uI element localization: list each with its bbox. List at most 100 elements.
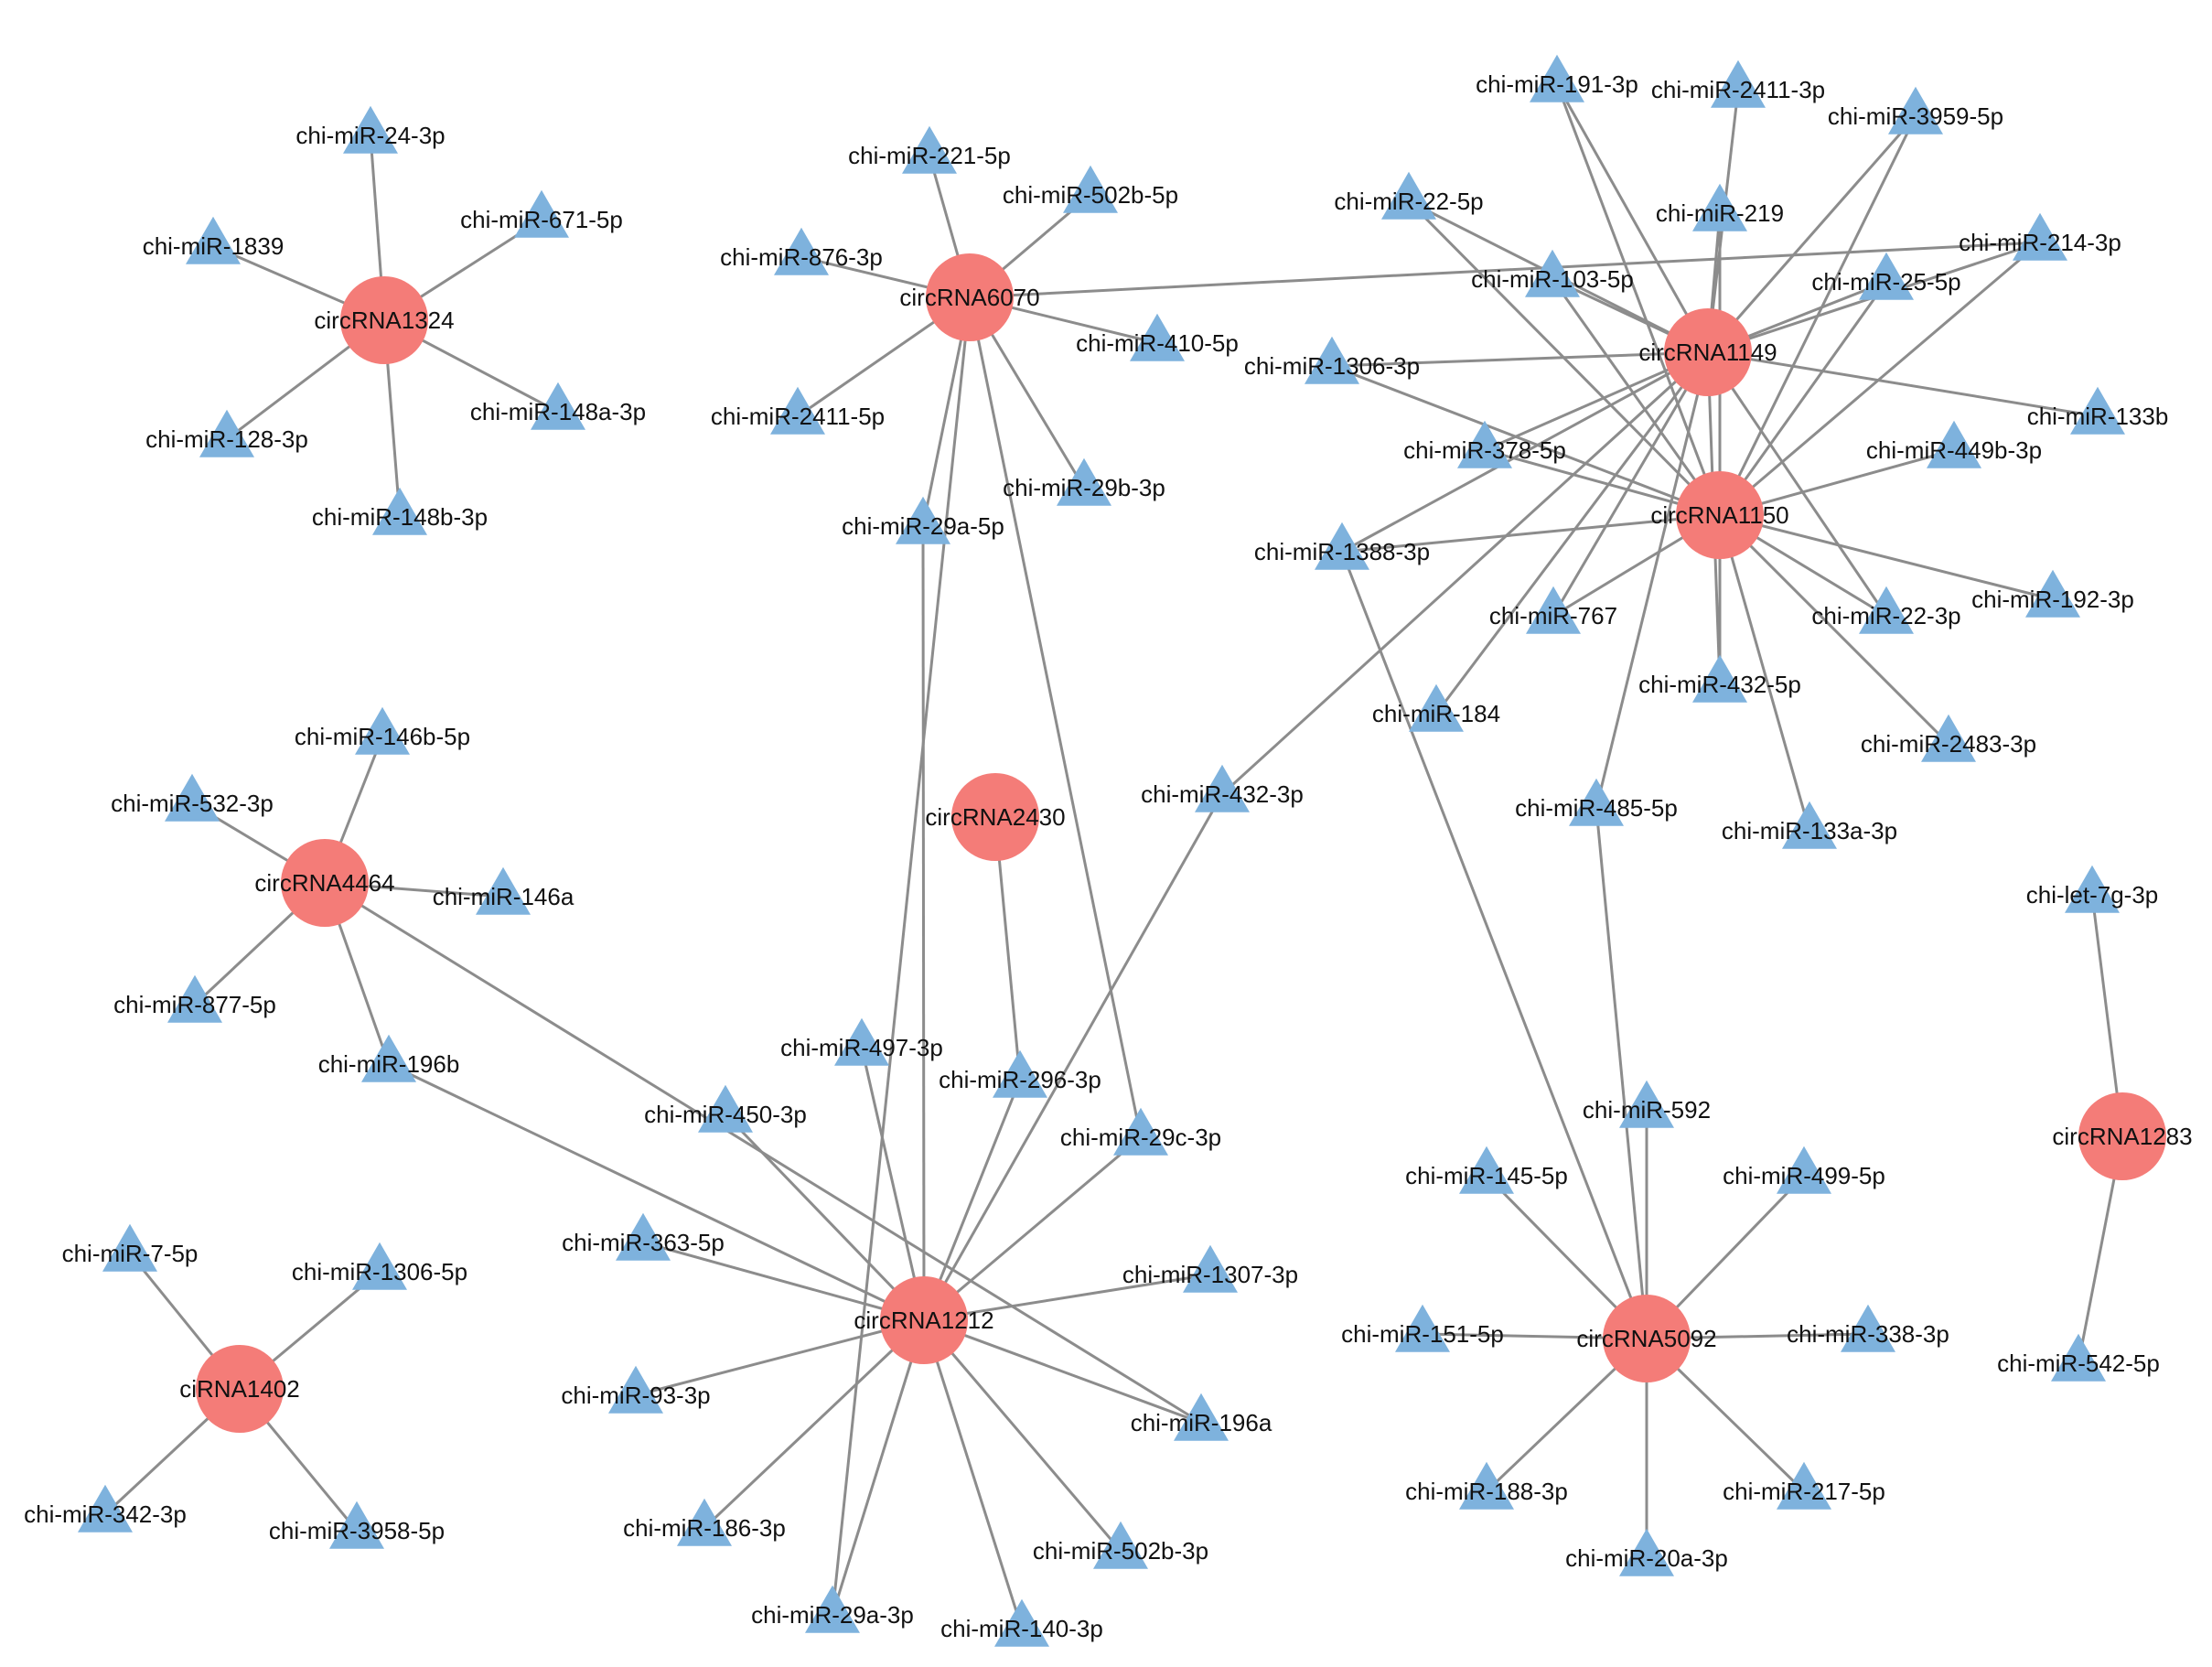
circrna-node-circrna6070[interactable] — [926, 253, 1014, 341]
mirna-node-chi-mir-342-3p[interactable] — [78, 1484, 133, 1533]
mirna-label-chi-mir-876-3p: chi-miR-876-3p — [720, 243, 883, 271]
mirna-node-chi-mir-196b[interactable] — [361, 1034, 416, 1082]
mirna-node-chi-mir-217-5p[interactable] — [1777, 1461, 1831, 1510]
mirna-node-chi-mir-24-3p[interactable] — [343, 105, 398, 154]
circrna-label-circrna5092: circRNA5092 — [1576, 1325, 1716, 1352]
circrna-node-circrna1324[interactable] — [340, 276, 428, 364]
mirna-node-chi-mir-2411-3p[interactable] — [1711, 59, 1766, 108]
mirna-node-chi-mir-219[interactable] — [1692, 183, 1747, 231]
mirna-node-chi-mir-214-3p[interactable] — [2013, 212, 2067, 261]
mirna-node-chi-mir-671-5p[interactable] — [514, 189, 569, 238]
mirna-node-chi-mir-196a[interactable] — [1174, 1393, 1229, 1441]
circrna-node-cirna1402[interactable] — [196, 1345, 284, 1433]
circrna-node-circrna1150[interactable] — [1676, 471, 1764, 559]
mirna-label-chi-mir-24-3p: chi-miR-24-3p — [295, 122, 445, 149]
mirna-node-chi-mir-1306-5p[interactable] — [352, 1242, 407, 1290]
mirna-node-chi-mir-3958-5p[interactable] — [329, 1500, 384, 1549]
mirna-label-chi-mir-140-3p: chi-miR-140-3p — [940, 1615, 1103, 1642]
edge-circrna1149-chi-mir-1388-3p — [1341, 350, 1709, 554]
mirna-node-chi-mir-191-3p[interactable] — [1530, 54, 1584, 102]
circrna-node-circrna2430[interactable] — [951, 773, 1039, 861]
mirna-node-chi-mir-432-3p[interactable] — [1195, 764, 1250, 812]
edge-circrna1212-chi-mir-450-3p — [724, 1113, 926, 1322]
mirna-node-chi-mir-146a[interactable] — [476, 866, 531, 915]
mirna-node-chi-mir-7-5p[interactable] — [102, 1223, 157, 1272]
mirna-node-chi-mir-186-3p[interactable] — [677, 1498, 732, 1546]
circrna-node-circrna4464[interactable] — [281, 839, 369, 927]
mirna-node-chi-mir-29a-5p[interactable] — [896, 496, 950, 544]
edge-circrna1149-chi-mir-1306-3p — [1331, 350, 1709, 368]
edge-circrna6070-chi-mir-214-3p — [969, 241, 2041, 299]
mirna-node-chi-mir-145-5p[interactable] — [1459, 1145, 1514, 1194]
edge-circrna1149-chi-mir-432-3p — [1220, 350, 1710, 796]
mirna-label-chi-mir-1306-5p: chi-miR-1306-5p — [292, 1258, 467, 1285]
mirna-node-chi-mir-542-5p[interactable] — [2051, 1333, 2106, 1382]
mirna-node-chi-mir-1306-3p[interactable] — [1305, 336, 1359, 384]
mirna-node-chi-mir-133a-3p[interactable] — [1782, 801, 1837, 849]
mirna-node-chi-mir-221-5p[interactable] — [902, 125, 957, 174]
mirna-node-chi-mir-128-3p[interactable] — [199, 409, 254, 457]
mirna-node-chi-mir-25-5p[interactable] — [1859, 252, 1914, 300]
mirna-node-chi-mir-432-5p[interactable] — [1692, 654, 1747, 703]
circrna-label-cirna1402: ciRNA1402 — [179, 1375, 300, 1403]
mirna-node-chi-mir-1307-3p[interactable] — [1183, 1244, 1238, 1293]
mirna-label-chi-mir-449b-3p: chi-miR-449b-3p — [1866, 436, 2042, 464]
mirna-node-chi-mir-184[interactable] — [1409, 683, 1464, 732]
mirna-label-chi-mir-148a-3p: chi-miR-148a-3p — [470, 398, 646, 425]
mirna-node-chi-mir-140-3p[interactable] — [994, 1598, 1049, 1647]
edge-circrna6070-chi-mir-29c-3p — [968, 296, 1143, 1138]
mirna-node-chi-mir-133b[interactable] — [2070, 386, 2125, 435]
mirna-node-chi-mir-532-3p[interactable] — [165, 773, 220, 822]
mirna-label-chi-mir-20a-3p: chi-miR-20a-3p — [1565, 1544, 1728, 1572]
mirna-node-chi-mir-877-5p[interactable] — [167, 974, 222, 1023]
mirna-node-chi-mir-296-3p[interactable] — [993, 1049, 1047, 1098]
edge-circrna1150-chi-mir-1388-3p — [1341, 513, 1721, 554]
mirna-node-chi-mir-29c-3p[interactable] — [1113, 1107, 1168, 1156]
mirna-node-chi-mir-497-3p[interactable] — [834, 1017, 889, 1066]
mirna-node-chi-mir-3959-5p[interactable] — [1888, 86, 1943, 134]
mirna-node-chi-mir-188-3p[interactable] — [1459, 1461, 1514, 1510]
edge-circrna1212-chi-mir-502b-3p — [922, 1319, 1122, 1552]
edge-circrna1149-chi-mir-184 — [1434, 351, 1710, 715]
mirna-node-chi-mir-146b-5p[interactable] — [355, 706, 410, 755]
mirna-node-chi-mir-378-5p[interactable] — [1457, 420, 1512, 468]
mirna-node-chi-mir-22-5p[interactable] — [1381, 171, 1436, 220]
mirna-node-chi-mir-2411-5p[interactable] — [770, 386, 825, 435]
mirna-node-chi-mir-103-5p[interactable] — [1525, 249, 1580, 297]
mirna-node-chi-mir-148a-3p[interactable] — [531, 382, 585, 430]
mirna-node-chi-mir-450-3p[interactable] — [698, 1084, 753, 1133]
mirna-node-chi-mir-93-3p[interactable] — [608, 1365, 663, 1414]
mirna-node-chi-mir-29a-3p[interactable] — [805, 1585, 860, 1633]
mirna-label-chi-mir-22-3p: chi-miR-22-3p — [1811, 602, 1960, 629]
mirna-node-chi-mir-499-5p[interactable] — [1777, 1145, 1831, 1194]
edge-circrna1149-chi-mir-191-3p — [1555, 83, 1710, 353]
mirna-node-chi-mir-449b-3p[interactable] — [1927, 420, 1981, 468]
circrna-node-circrna1283[interactable] — [2078, 1092, 2166, 1180]
mirna-node-chi-mir-410-5p[interactable] — [1130, 313, 1185, 361]
mirna-node-chi-let-7g-3p[interactable] — [2065, 865, 2120, 913]
mirna-node-chi-mir-363-5p[interactable] — [616, 1212, 671, 1261]
mirna-node-chi-mir-502b-3p[interactable] — [1093, 1521, 1148, 1569]
mirna-label-chi-mir-29a-5p: chi-miR-29a-5p — [842, 512, 1004, 540]
edge-circrna1150-chi-mir-191-3p — [1555, 83, 1722, 516]
mirna-node-chi-mir-767[interactable] — [1526, 586, 1581, 634]
mirna-node-chi-mir-1388-3p[interactable] — [1315, 522, 1369, 570]
mirna-node-chi-mir-876-3p[interactable] — [774, 227, 829, 275]
circrna-node-circrna1212[interactable] — [880, 1276, 968, 1364]
mirna-label-chi-mir-671-5p: chi-miR-671-5p — [460, 206, 623, 233]
mirna-node-chi-mir-485-5p[interactable] — [1569, 778, 1624, 826]
mirna-node-chi-mir-192-3p[interactable] — [2025, 569, 2080, 618]
mirna-node-chi-mir-29b-3p[interactable] — [1057, 457, 1111, 506]
mirna-node-chi-mir-2483-3p[interactable] — [1921, 714, 1976, 762]
mirna-label-chi-mir-296-3p: chi-miR-296-3p — [939, 1066, 1101, 1093]
mirna-node-chi-mir-592[interactable] — [1619, 1080, 1674, 1128]
circrna-node-circrna1149[interactable] — [1664, 308, 1752, 396]
mirna-node-chi-mir-22-3p[interactable] — [1859, 586, 1914, 634]
mirna-node-chi-mir-20a-3p[interactable] — [1619, 1528, 1674, 1576]
circrna-node-circrna5092[interactable] — [1603, 1295, 1691, 1382]
mirna-node-chi-mir-502b-5p[interactable] — [1063, 165, 1118, 213]
mirna-node-chi-mir-338-3p[interactable] — [1841, 1304, 1895, 1352]
mirna-node-chi-mir-148b-3p[interactable] — [372, 487, 427, 535]
mirna-node-chi-mir-1839[interactable] — [186, 216, 241, 264]
mirna-node-chi-mir-151-5p[interactable] — [1395, 1304, 1450, 1352]
